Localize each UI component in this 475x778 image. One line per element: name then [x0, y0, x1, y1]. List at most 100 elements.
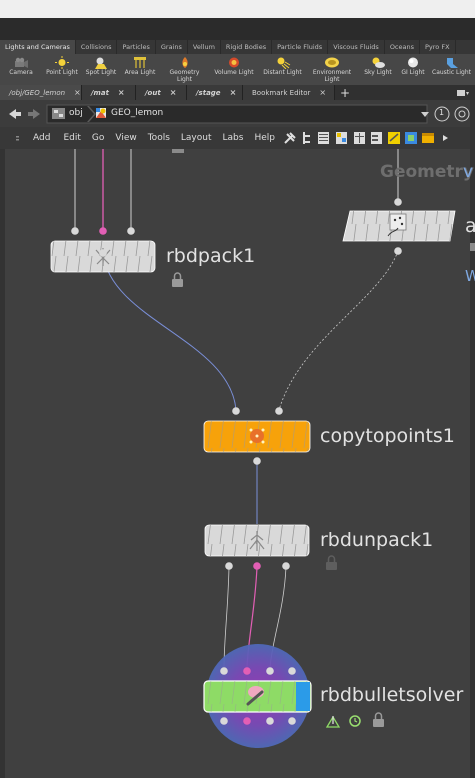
tool-spot-light[interactable]: Spot Light: [82, 54, 120, 85]
sun-icon: [54, 56, 70, 69]
pane-menu-icon[interactable]: [451, 85, 475, 100]
menu-labs[interactable]: Labs: [222, 133, 244, 143]
tool-sky-light[interactable]: Sky Light: [358, 54, 398, 85]
lock-icon[interactable]: [373, 712, 384, 727]
close-icon[interactable]: ×: [74, 88, 81, 97]
network-editor[interactable]: [0, 149, 475, 778]
menu-go[interactable]: Go: [91, 133, 105, 143]
path-bar: obj GEO_lemon 1: [0, 100, 475, 127]
forward-arrow-icon[interactable]: [28, 109, 40, 119]
node-rbdpack1[interactable]: [50, 227, 183, 287]
table-view-icon[interactable]: [353, 132, 365, 144]
shelf-tab-lights-cameras[interactable]: Lights and Cameras: [0, 40, 76, 54]
left-pane-edge: [0, 149, 5, 778]
tool-camera[interactable]: Camera: [0, 54, 42, 85]
shelf-tools: Camera Point Light Spot Light Area Light…: [0, 54, 475, 85]
menu-layout[interactable]: Layout: [180, 133, 212, 143]
geo-node-icon: [96, 108, 106, 118]
shelf-tab-rigid-bodies[interactable]: Rigid Bodies: [221, 40, 273, 54]
chevron-right-icon[interactable]: [442, 135, 448, 141]
pane-tab-geo-lemon[interactable]: /obj/GEO_lemon×: [0, 85, 82, 100]
sticky-note-icon[interactable]: [387, 132, 400, 144]
gi-light-icon: [405, 56, 421, 69]
menu-help[interactable]: Help: [254, 133, 275, 143]
menu-tools[interactable]: Tools: [147, 133, 170, 143]
tool-geometry-light[interactable]: Geometry Light: [160, 54, 209, 85]
node-partial-right[interactable]: [342, 198, 475, 255]
shelf-tab-grains[interactable]: Grains: [156, 40, 188, 54]
network-context-suffix: v: [463, 162, 474, 182]
node-label-copytopoints1[interactable]: copytopoints1: [320, 425, 455, 447]
pane-tab-bookmark-editor[interactable]: Bookmark Editor×: [243, 85, 335, 100]
shelf-tabs: Lights and Cameras Collisions Particles …: [0, 40, 475, 54]
network-toolbar-handle: [16, 136, 19, 141]
menu-add[interactable]: Add: [33, 133, 51, 143]
node-label-rbdpack1[interactable]: rbdpack1: [166, 245, 256, 267]
shelf-tab-particle-fluids[interactable]: Particle Fluids: [272, 40, 329, 54]
tool-caustic-light[interactable]: Caustic Light: [428, 54, 475, 85]
lock-icon[interactable]: [326, 555, 337, 570]
window-title-bar: [0, 0, 475, 18]
sim-cache-icon[interactable]: [325, 715, 341, 728]
menu-edit[interactable]: Edit: [63, 133, 81, 143]
path-separator-icon: [87, 106, 96, 122]
shelf-tab-particles[interactable]: Particles: [117, 40, 156, 54]
network-toolbar: [284, 132, 448, 144]
lock-icon[interactable]: [172, 272, 183, 287]
pane-tab-stage[interactable]: /stage×: [187, 85, 243, 100]
shelf-tab-oceans[interactable]: Oceans: [385, 40, 420, 54]
pane-tab-mat[interactable]: /mat×: [82, 85, 136, 100]
node-label-rbdunpack1[interactable]: rbdunpack1: [320, 529, 434, 551]
rbd-unpack-icon: [249, 531, 265, 551]
pane-tab-out[interactable]: /out×: [136, 85, 187, 100]
volume-light-icon: [226, 56, 242, 69]
clock-icon[interactable]: [349, 715, 361, 727]
close-icon[interactable]: ×: [319, 88, 327, 97]
shelf-tab-vellum[interactable]: Vellum: [188, 40, 221, 54]
shelf-tab-viscous-fluids[interactable]: Viscous Fluids: [328, 40, 385, 54]
path-geo-label[interactable]: GEO_lemon: [111, 108, 164, 118]
offscreen-node-flag: [172, 149, 184, 153]
shelf-tab-pyro-fx[interactable]: Pyro FX: [420, 40, 456, 54]
node-copytopoints1[interactable]: [203, 407, 311, 465]
display-flag[interactable]: [296, 682, 310, 711]
geometry-light-icon: [177, 56, 193, 69]
chevron-down-icon[interactable]: [421, 112, 429, 117]
page-number: 1: [439, 108, 445, 117]
grid-view-icon[interactable]: [335, 132, 347, 144]
copy-to-points-icon: [249, 428, 265, 444]
right-pane-edge: [470, 100, 475, 778]
close-icon[interactable]: ×: [117, 88, 125, 97]
area-light-icon: [132, 56, 148, 69]
page-indicator[interactable]: [434, 106, 450, 122]
node-rbdunpack1[interactable]: [204, 524, 337, 570]
node-label-partial[interactable]: a: [465, 215, 475, 237]
add-tab-button[interactable]: +: [339, 85, 351, 100]
tool-point-light[interactable]: Point Light: [42, 54, 82, 85]
caustic-light-icon: [444, 56, 460, 69]
path-root-label[interactable]: obj: [69, 108, 83, 118]
network-image-icon[interactable]: [404, 132, 417, 144]
obj-network-icon: [52, 108, 65, 119]
shelf-tab-collisions[interactable]: Collisions: [76, 40, 118, 54]
tool-volume-light[interactable]: Volume Light: [209, 54, 259, 85]
box-icon[interactable]: [421, 133, 434, 143]
menu-view[interactable]: View: [115, 133, 137, 143]
node-rbdbulletsolver[interactable]: [203, 644, 384, 748]
list-view-icon[interactable]: [317, 132, 329, 144]
tool-gi-light[interactable]: GI Light: [398, 54, 428, 85]
tool-area-light[interactable]: Area Light: [120, 54, 160, 85]
network-context-label: Geometry: [380, 162, 474, 182]
spot-light-icon: [93, 56, 109, 69]
parameter-view-icon[interactable]: [370, 132, 382, 144]
tool-distant-light[interactable]: Distant Light: [259, 54, 306, 85]
close-icon[interactable]: ×: [229, 88, 237, 97]
wrench-icon[interactable]: [284, 132, 296, 144]
pin-icon[interactable]: [454, 106, 470, 122]
tool-environment-light[interactable]: Environment Light: [306, 54, 358, 85]
tree-view-icon[interactable]: [302, 132, 310, 144]
node-label-rbdbulletsolver[interactable]: rbdbulletsolver: [320, 684, 464, 706]
close-icon[interactable]: ×: [169, 88, 177, 97]
back-arrow-icon[interactable]: [9, 109, 21, 119]
menu-bar: Add Edit Go View Tools Layout Labs Help: [0, 127, 475, 149]
